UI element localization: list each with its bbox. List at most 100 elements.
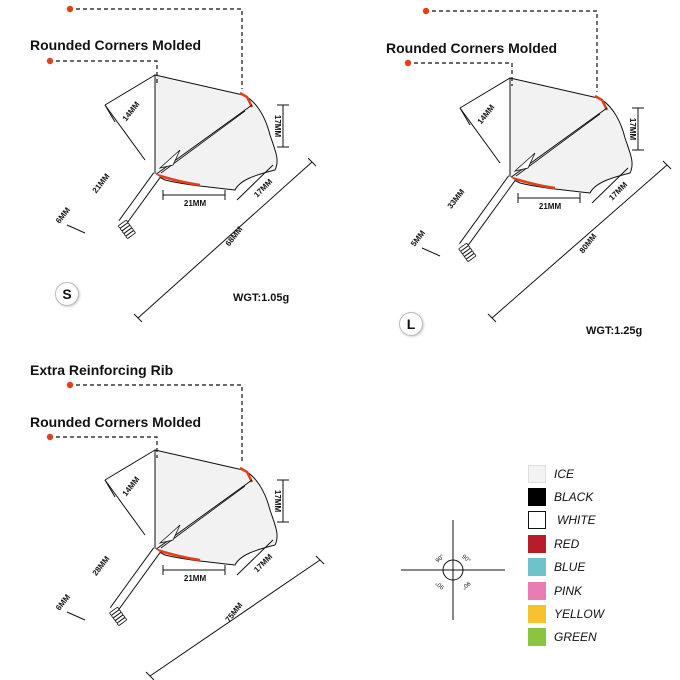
legend-label: ICE xyxy=(554,467,575,481)
dim-line-top-2 xyxy=(459,107,501,164)
rounded-corners-label-l: Rounded Corners Molded xyxy=(386,40,558,56)
shaft-fill xyxy=(459,175,515,249)
dim-total-line xyxy=(137,161,313,319)
legend-item-white: WHITE xyxy=(528,511,668,531)
weight-label-s: WGT:1.05g xyxy=(233,292,290,304)
dim-total-tick-a xyxy=(145,671,155,680)
leader-rib xyxy=(76,384,243,464)
dim-dia: 6MM xyxy=(54,592,72,612)
leader-dot-corners xyxy=(404,59,412,67)
dim-base: 21MM xyxy=(539,202,562,211)
dim-width-top: 14MM xyxy=(121,475,142,498)
rounded-corners-label-m: Rounded Corners Molded xyxy=(30,414,202,430)
dim-edge-line xyxy=(591,167,629,204)
swatch-white xyxy=(528,511,546,529)
dim-height: 17MM xyxy=(628,118,637,141)
weight-label-l: WGT:1.25g xyxy=(586,325,643,337)
dim-total: 75MM xyxy=(224,601,245,624)
dim-line-top xyxy=(459,77,511,109)
legend-item-black: BLACK xyxy=(528,488,668,508)
dim-total: 80MM xyxy=(578,232,599,255)
legend-item-red: RED xyxy=(528,535,668,555)
leader-rib xyxy=(76,8,243,89)
dim-total: 68MM xyxy=(224,225,245,248)
dim-dia: 6MM xyxy=(54,205,72,225)
legend-label: YELLOW xyxy=(554,607,605,621)
dim-width-top: 14MM xyxy=(476,103,497,126)
flight-body xyxy=(508,76,634,195)
legend-label: BLACK xyxy=(554,490,594,504)
leader-corners xyxy=(56,60,158,83)
swatch-blue xyxy=(528,558,546,576)
dim-height: 17MM xyxy=(273,115,282,138)
angle-label: 90° xyxy=(435,554,446,565)
dim-tick xyxy=(104,479,116,498)
legend-label: WHITE xyxy=(557,513,596,527)
dim-edge-line xyxy=(236,164,274,201)
dim-shaft: 28MM xyxy=(91,554,112,577)
angle-label: 90° xyxy=(460,554,471,565)
legend-item-yellow: YELLOW xyxy=(528,605,668,625)
leader-dot-rib xyxy=(422,7,430,15)
leader-dot-rib xyxy=(66,381,74,389)
dim-dia-line xyxy=(421,247,441,257)
shaft-fill xyxy=(119,172,160,226)
swatch-ice xyxy=(528,465,546,483)
dim-base: 21MM xyxy=(184,574,207,583)
thread-ring xyxy=(116,617,127,626)
shaft-fill xyxy=(110,547,160,613)
dim-shaft: 33MM xyxy=(446,187,467,210)
leader-corners xyxy=(414,62,513,86)
dim-width-top: 14MM xyxy=(121,100,142,123)
dim-shaft: 21MM xyxy=(91,172,112,195)
dim-total-line xyxy=(491,164,668,319)
dim-base: 21MM xyxy=(184,199,207,208)
swatch-green xyxy=(528,628,546,646)
legend-item-green: GREEN xyxy=(528,628,668,648)
dim-line-top xyxy=(104,74,156,106)
dim-dia: 5MM xyxy=(409,228,427,248)
dim-dia-line xyxy=(66,611,86,621)
swatch-black xyxy=(528,488,546,506)
flight-body xyxy=(153,73,279,192)
leader-corners xyxy=(56,436,158,458)
dim-tick xyxy=(459,107,471,126)
dim-dia-line xyxy=(66,224,86,234)
angle-diagram: 90° 90° 90° 90° xyxy=(401,520,505,620)
dim-total-tick-b xyxy=(662,160,672,170)
dim-total-tick-a xyxy=(487,313,497,323)
dim-total-tick-b xyxy=(307,157,317,167)
dim-line-top xyxy=(104,449,156,481)
flight-diagram-s: 14MM 21MM 6MM 21MM 17MM 17MM 68MM xyxy=(46,5,317,323)
thread-end xyxy=(109,607,127,626)
dim-total-tick-b xyxy=(315,555,325,565)
extra-rib-label-m: Extra Reinforcing Rib xyxy=(30,362,174,378)
dim-height: 17MM xyxy=(273,490,282,513)
thread-ring xyxy=(466,253,477,262)
angle-circle xyxy=(442,559,464,581)
thread-end xyxy=(118,220,136,239)
legend-label: GREEN xyxy=(554,630,597,644)
legend-item-ice: ICE xyxy=(528,465,668,485)
flight-body xyxy=(153,448,279,567)
swatch-yellow xyxy=(528,605,546,623)
leader-dot-corners xyxy=(46,433,54,441)
dim-line-top-2 xyxy=(104,479,146,536)
swatch-red xyxy=(528,535,546,553)
leader-dot-rib xyxy=(66,5,74,13)
legend-item-pink: PINK xyxy=(528,582,668,602)
dim-total-tick-a xyxy=(133,313,143,323)
angle-label: 90° xyxy=(434,579,445,590)
size-badge-s: S xyxy=(56,283,78,305)
dim-edge: 17MM xyxy=(252,177,274,199)
rounded-corners-label-s: Rounded Corners Molded xyxy=(30,37,202,53)
dim-edge: 17MM xyxy=(252,552,274,574)
legend-item-blue: BLUE xyxy=(528,558,668,578)
legend-label: PINK xyxy=(554,584,583,598)
leader-dot-corners xyxy=(46,57,54,65)
angle-label: 90° xyxy=(460,580,471,591)
thread-end xyxy=(458,243,477,262)
dim-tick xyxy=(104,104,116,123)
legend-label: BLUE xyxy=(554,560,586,574)
